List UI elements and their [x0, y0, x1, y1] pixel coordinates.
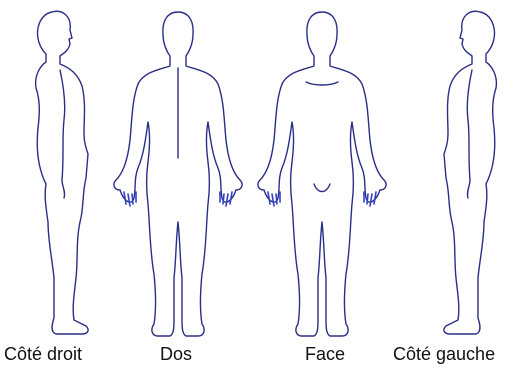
label-front: Face: [305, 344, 345, 365]
body-back-view: [114, 8, 242, 343]
label-right-side: Côté droit: [4, 344, 82, 365]
label-left-side: Côté gauche: [393, 344, 495, 365]
label-back: Dos: [160, 344, 192, 365]
body-front-outline: [258, 8, 386, 343]
body-right-side-view: [0, 8, 128, 343]
body-left-side-view: [404, 8, 515, 343]
body-left-side-outline: [404, 8, 515, 343]
body-right-side-outline: [0, 8, 128, 343]
body-front-view: [258, 8, 386, 343]
body-back-outline: [114, 8, 242, 343]
